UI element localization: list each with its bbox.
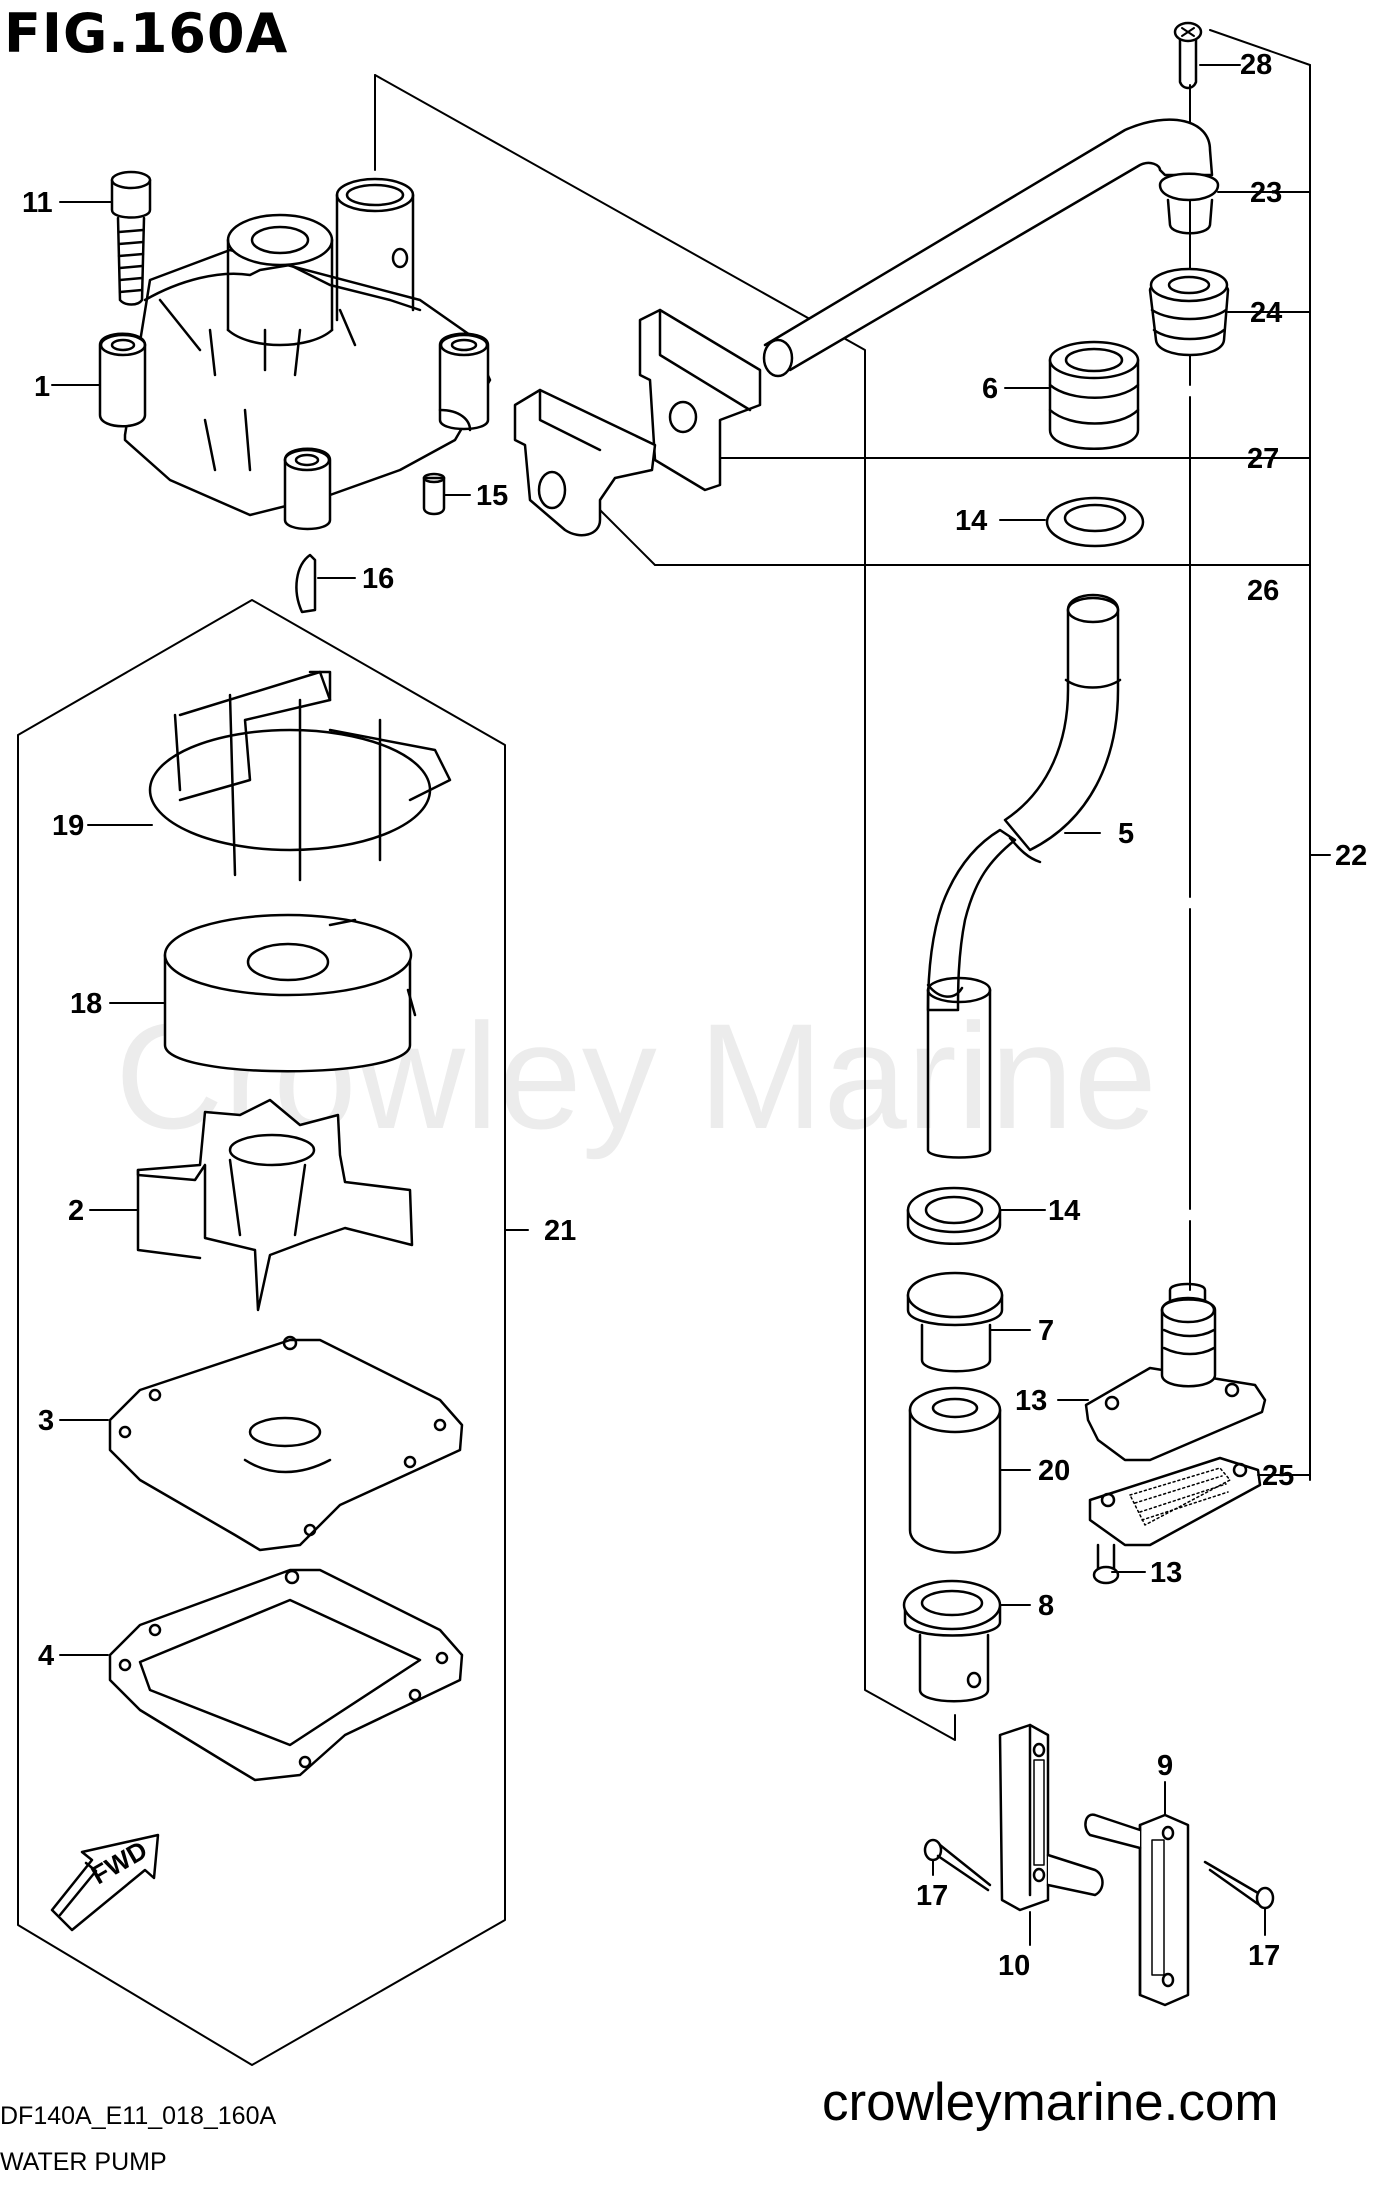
part-11-strainer-base	[1084, 1282, 1267, 1462]
part-20-sleeve	[908, 1386, 1002, 1554]
part-14-washer-upper	[1045, 496, 1145, 548]
part-4-gasket	[108, 1568, 464, 1782]
callout-19: 19	[52, 810, 84, 842]
part-2-impeller	[136, 1098, 414, 1312]
callout-20: 20	[1038, 1455, 1070, 1487]
part-27-clamp	[638, 308, 762, 492]
fwd-arrow-icon: FWD	[50, 1833, 160, 1932]
callout-22: 22	[1335, 840, 1367, 872]
part-28-screw	[1173, 21, 1203, 90]
part-13-screw	[1092, 1543, 1120, 1585]
callout-16: 16	[362, 563, 394, 595]
callout-labels: 11 1 15 16 19 18 2 3 4 21 28 23 24 27 26…	[22, 49, 1367, 1982]
callout-14-upper: 14	[955, 505, 987, 537]
part-26-clamp	[513, 388, 657, 537]
part-23-water-tube	[762, 118, 1220, 378]
callout-27: 27	[1247, 443, 1279, 475]
callout-2: 2	[68, 1195, 84, 1227]
callout-5: 5	[1118, 818, 1134, 850]
callout-21: 21	[544, 1215, 576, 1247]
part-5-water-hose	[926, 593, 1122, 1159]
callout-1: 1	[34, 371, 50, 403]
callout-17-right: 17	[1248, 1940, 1280, 1972]
callout-13: 13	[1150, 1557, 1182, 1589]
part-7-bushing	[906, 1271, 1004, 1373]
part-8-collar	[902, 1579, 1002, 1703]
figure-title: FIG.160A	[4, 2, 289, 65]
callout-28: 28	[1240, 49, 1272, 81]
part-14-seal-lower	[906, 1186, 1002, 1245]
callout-6: 6	[982, 373, 998, 405]
leader-lines	[51, 64, 1331, 1946]
part-24-grommet	[1148, 267, 1230, 357]
callout-10: 10	[998, 1950, 1030, 1982]
part-10-water-inlet-grille	[998, 1723, 1104, 1912]
part-9-water-inlet-grille	[1084, 1813, 1190, 2007]
callout-15: 15	[476, 480, 508, 512]
callout-25: 25	[1262, 1460, 1294, 1492]
part-18-pump-housing	[163, 913, 417, 1073]
callout-23: 23	[1250, 177, 1282, 209]
callout-4: 4	[38, 1640, 54, 1672]
callout-12: 11	[22, 187, 53, 219]
callout-7: 7	[1038, 1315, 1054, 1347]
part-17-screw-left	[923, 1838, 992, 1892]
callout-11: 13	[1015, 1385, 1047, 1417]
callout-3: 3	[38, 1405, 54, 1437]
callout-24: 24	[1250, 297, 1282, 329]
figure-code: DF140A_E11_018_160A	[0, 2102, 277, 2130]
callout-18: 18	[70, 988, 102, 1020]
part-16-key	[295, 553, 317, 614]
part-3-pump-plate	[108, 1335, 464, 1552]
callout-8: 8	[1038, 1590, 1054, 1622]
figure-name: WATER PUMP	[0, 2148, 167, 2176]
part-6-grommet	[1048, 340, 1140, 450]
part-19-liner-ring	[148, 670, 452, 882]
part-17-screw-right	[1203, 1860, 1275, 1910]
part-15-pin	[422, 472, 446, 516]
part-12-bolt	[110, 170, 152, 306]
site-url: crowleymarine.com	[822, 2073, 1279, 2132]
callout-14-lower: 14	[1048, 1195, 1080, 1227]
part-1-pump-case	[98, 177, 492, 531]
callout-9: 9	[1157, 1750, 1173, 1782]
kit-21-outline	[17, 599, 529, 2066]
callout-26: 26	[1247, 575, 1279, 607]
callout-17-left: 17	[916, 1880, 948, 1912]
part-25-strainer-screen	[1088, 1456, 1262, 1547]
